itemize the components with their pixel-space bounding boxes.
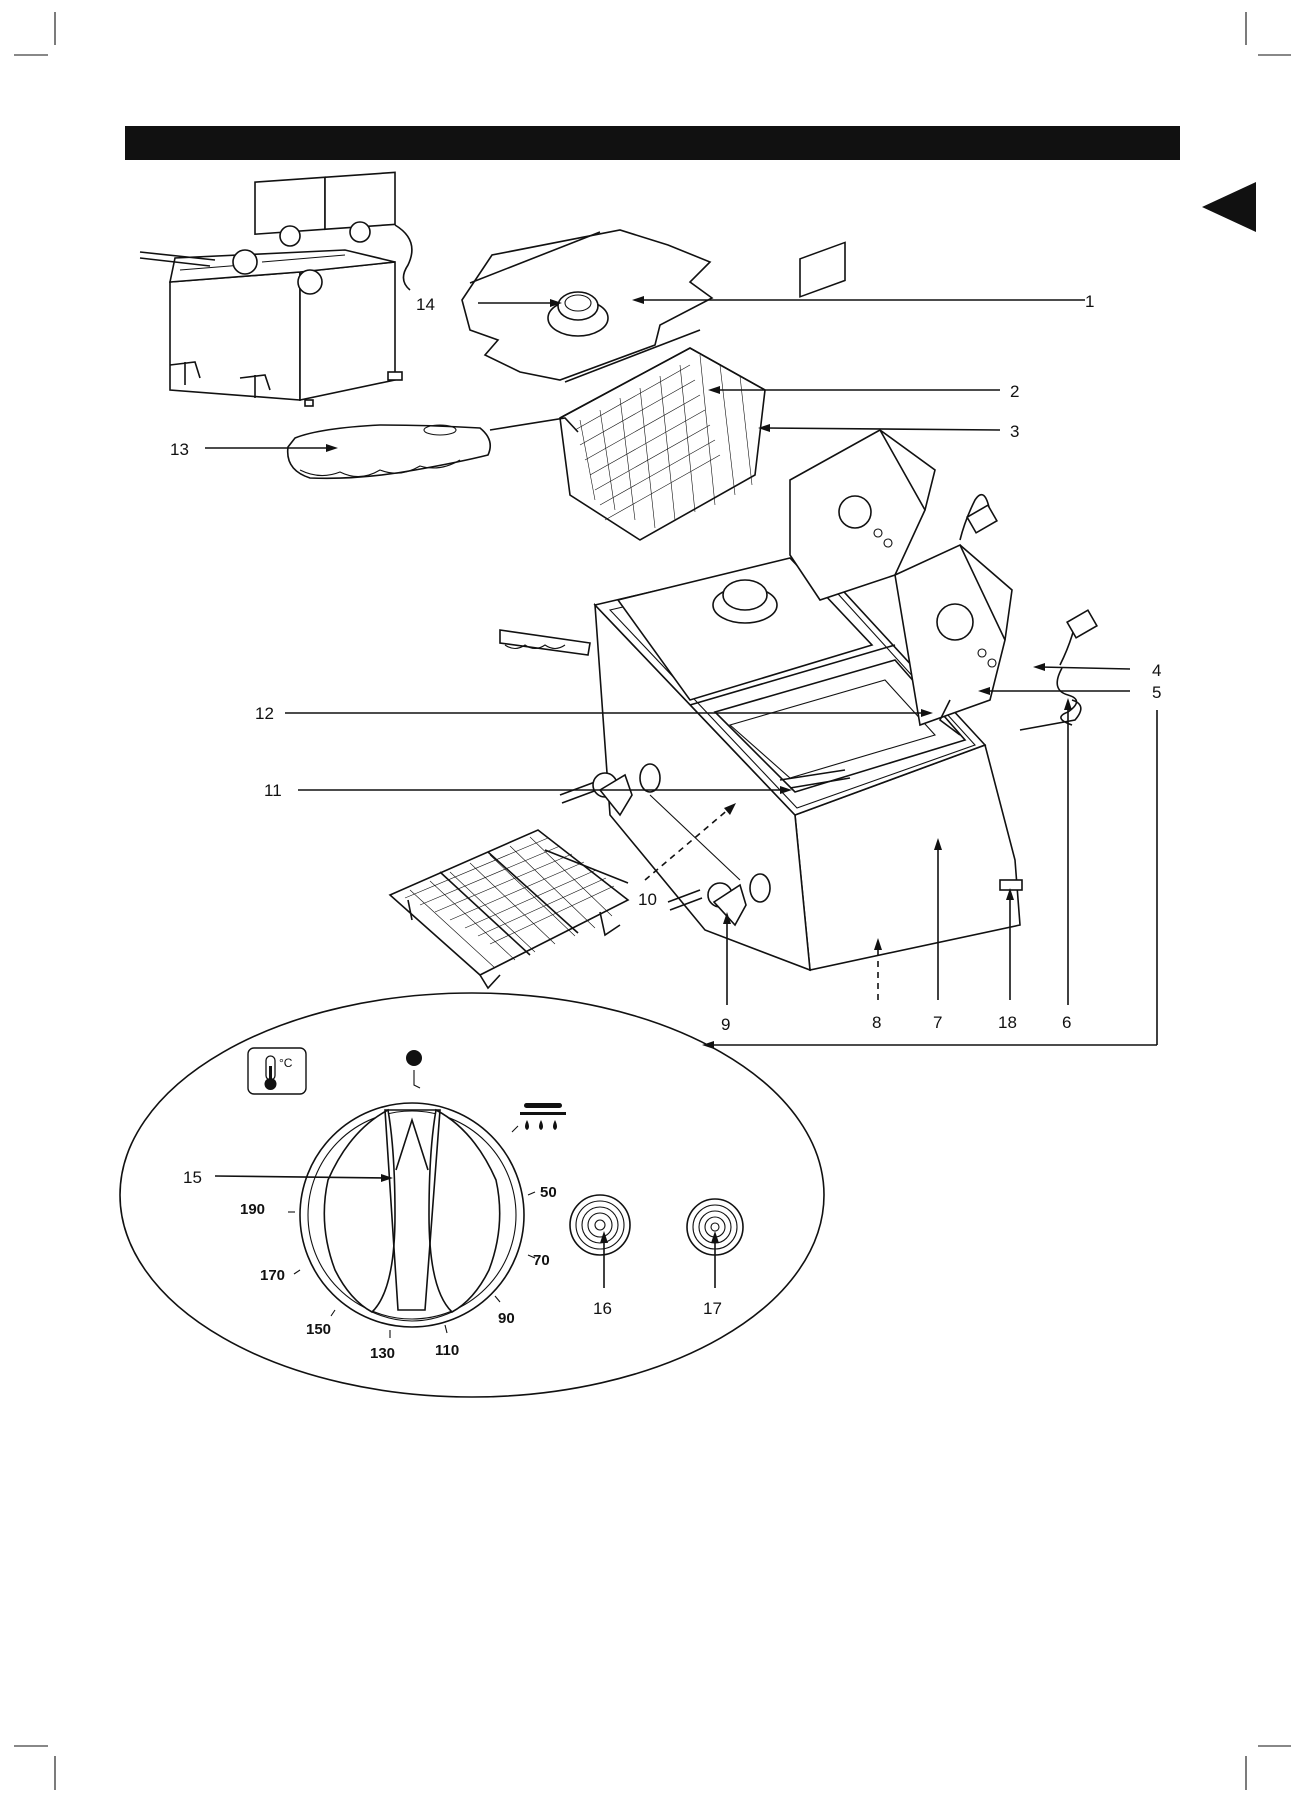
header-bar bbox=[125, 126, 1180, 160]
draining-rack bbox=[390, 830, 628, 988]
callout-9: 9 bbox=[721, 1015, 730, 1034]
callout-2: 2 bbox=[1010, 382, 1019, 401]
scale-130: 130 bbox=[370, 1345, 395, 1362]
callout-5: 5 bbox=[1152, 683, 1161, 702]
callout-18: 18 bbox=[998, 1013, 1017, 1032]
unit-symbol: °C bbox=[279, 1056, 293, 1070]
callout-13: 13 bbox=[170, 440, 189, 459]
callout-10: 10 bbox=[638, 890, 657, 909]
thermostat-knob: 50 70 90 110 130 150 170 190 bbox=[240, 1103, 557, 1362]
callout-7: 7 bbox=[933, 1013, 942, 1032]
scale-70: 70 bbox=[533, 1252, 550, 1269]
callout-14: 14 bbox=[416, 295, 435, 314]
callout-3: 3 bbox=[1010, 422, 1019, 441]
control-panel-detail: °C bbox=[120, 993, 824, 1397]
callout-1: 1 bbox=[1085, 292, 1094, 311]
scale-150: 150 bbox=[306, 1321, 331, 1338]
thermometer-icon: °C bbox=[248, 1048, 306, 1094]
callout-16: 16 bbox=[593, 1299, 612, 1318]
scale-170: 170 bbox=[260, 1267, 285, 1284]
callout-6: 6 bbox=[1062, 1013, 1071, 1032]
double-fryer-small bbox=[140, 172, 412, 406]
callout-12: 12 bbox=[255, 704, 274, 723]
scale-50: 50 bbox=[540, 1184, 557, 1201]
indicator-light-16 bbox=[570, 1195, 630, 1255]
callout-11: 11 bbox=[264, 781, 282, 800]
scale-110: 110 bbox=[435, 1342, 459, 1359]
callout-4: 4 bbox=[1152, 661, 1161, 680]
callout-17: 17 bbox=[703, 1299, 722, 1318]
callout-15: 15 bbox=[183, 1168, 202, 1187]
callout-8: 8 bbox=[872, 1013, 881, 1032]
indicator-dot-icon bbox=[406, 1050, 422, 1066]
scale-190: 190 bbox=[240, 1201, 265, 1218]
scale-90: 90 bbox=[498, 1310, 515, 1327]
page-arrow-icon bbox=[1202, 182, 1256, 232]
steam-drops-icon bbox=[520, 1103, 566, 1130]
